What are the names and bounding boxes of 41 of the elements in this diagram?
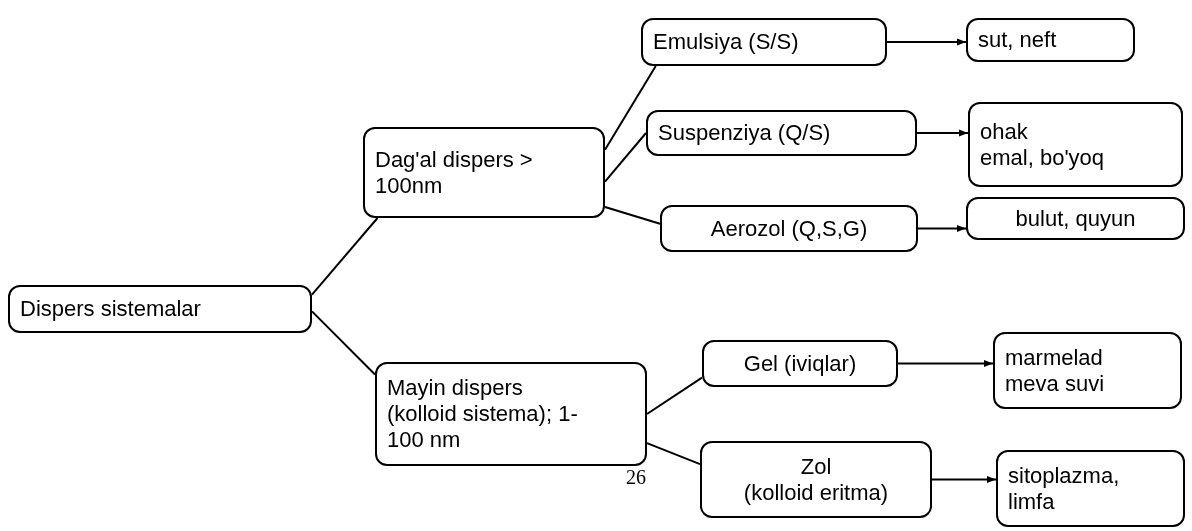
node-text: Zol xyxy=(800,453,832,480)
rounded-box xyxy=(660,205,918,252)
rounded-box xyxy=(375,362,647,466)
arrow xyxy=(897,359,994,368)
node-text: emal, bo'yoq xyxy=(980,144,1105,171)
arrow xyxy=(931,475,997,484)
node-text: bulut, quyun xyxy=(1015,205,1136,232)
node-text: Gel (iviqlar) xyxy=(743,350,857,377)
connector-line xyxy=(604,65,657,151)
connector-line xyxy=(311,310,376,376)
node-text: (kolloid eritma) xyxy=(743,479,889,506)
rounded-box xyxy=(702,340,898,387)
connector-line xyxy=(311,217,379,296)
node-text: Aerozol (Q,S,G) xyxy=(710,215,868,242)
connector-line xyxy=(604,132,647,183)
connector-line xyxy=(646,442,701,466)
rounded-box xyxy=(996,450,1185,527)
rounded-box xyxy=(8,285,312,333)
connector-line xyxy=(604,206,661,225)
node-text: marmelad meva suvi xyxy=(1005,344,1106,397)
node-text: Dispers sistemalar xyxy=(20,296,201,322)
rounded-box xyxy=(966,197,1185,240)
rounded-box xyxy=(641,18,887,66)
arrow xyxy=(916,129,969,137)
node-text: ohak xyxy=(980,118,1028,145)
node-text: sitoplazma, limfa xyxy=(1008,462,1121,515)
arrow xyxy=(886,38,967,46)
node-text: Emulsiya (S/S) xyxy=(653,29,799,55)
node-text: Dag'al dispers > 100nm xyxy=(375,146,534,199)
rounded-box xyxy=(700,441,932,518)
node-text: Suspenziya (Q/S) xyxy=(658,120,831,146)
rounded-box xyxy=(363,127,605,218)
node-text: Mayin dispers (kolloid sistema); 1-100 nm xyxy=(387,375,579,453)
node-text: sut, neft xyxy=(978,27,1057,53)
rounded-box xyxy=(968,102,1183,187)
rounded-box xyxy=(966,18,1135,62)
rounded-box xyxy=(993,332,1182,409)
rounded-box xyxy=(646,110,917,156)
page-number: 26 xyxy=(626,466,646,489)
arrow xyxy=(917,224,967,233)
connector-line xyxy=(646,376,703,415)
